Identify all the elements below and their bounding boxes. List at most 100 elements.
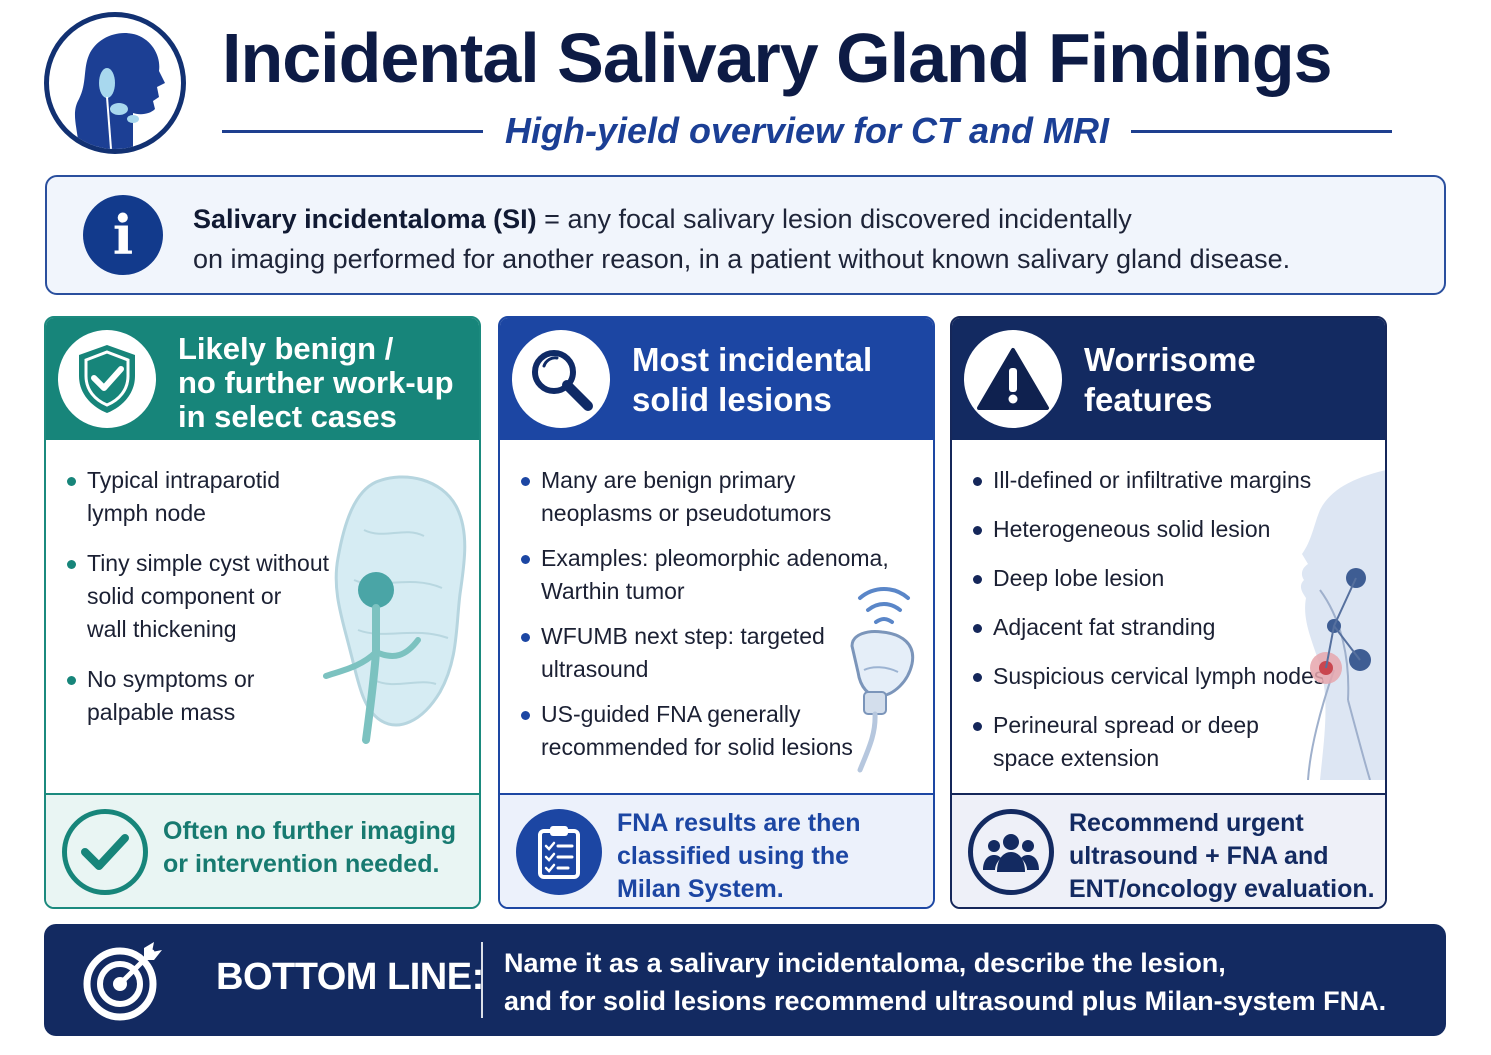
list-item: Tiny simple cyst without solid component … <box>66 547 329 646</box>
list-item-line: ultrasound <box>541 656 649 682</box>
list-item-line: palpable mass <box>87 699 236 725</box>
bottom-line-line: Name it as a salivary incidentaloma, des… <box>504 948 1226 978</box>
column-body: Typical intraparotid lymph node Tiny simp… <box>46 440 479 793</box>
parotid-gland-illustration-icon <box>314 470 474 775</box>
bottom-line-divider <box>481 942 483 1018</box>
list-item-line: Heterogeneous solid lesion <box>993 516 1271 542</box>
definition-line-2: on imaging performed for another reason,… <box>193 244 1291 274</box>
list-item: Perineural spread or deep space extension <box>972 709 1325 775</box>
list-item-line: neoplasms or pseudotumors <box>541 500 832 526</box>
column-header: Most incidental solid lesions <box>500 318 933 440</box>
definition-text: Salivary incidentaloma (SI) = any focal … <box>193 199 1423 279</box>
clipboard-checklist-icon <box>516 809 602 895</box>
column-title: Worrisome features <box>1084 340 1256 420</box>
list-item-line: WFUMB next step: targeted <box>541 623 825 649</box>
bullet-list: Typical intraparotid lymph node Tiny simp… <box>66 464 329 746</box>
list-item-line: wall thickening <box>87 616 237 642</box>
footer-line: ENT/oncology evaluation. <box>1069 875 1375 903</box>
page-title: Incidental Salivary Gland Findings <box>222 19 1333 97</box>
info-icon: i <box>83 195 163 275</box>
column-header: Worrisome features <box>952 318 1385 440</box>
column-body: Many are benign primary neoplasms or pseu… <box>500 440 933 793</box>
column-title: Likely benign / no further work-up in se… <box>178 332 454 434</box>
column-title-line: solid lesions <box>632 381 832 418</box>
list-item-line: Examples: pleomorphic adenoma, <box>541 545 889 571</box>
list-item-line: Typical intraparotid <box>87 467 281 493</box>
warning-triangle-icon <box>964 330 1062 428</box>
page-subtitle: High-yield overview for CT and MRI <box>504 110 1110 151</box>
list-item-line: recommended for solid lesions <box>541 734 853 760</box>
footer-line: Recommend urgent <box>1069 809 1304 837</box>
column-solid-lesions: Most incidental solid lesions Many are b… <box>498 316 935 909</box>
list-item: Deep lobe lesion <box>972 562 1325 595</box>
column-title-line: in select cases <box>178 399 397 434</box>
column-body: Ill-defined or infiltrative margins Hete… <box>952 440 1385 793</box>
bottom-line-line: and for solid lesions recommend ultrasou… <box>504 986 1387 1016</box>
list-item: Heterogeneous solid lesion <box>972 513 1325 546</box>
people-group-icon <box>968 809 1054 895</box>
bullet-list: Ill-defined or infiltrative margins Hete… <box>972 464 1325 791</box>
neck-lymph-nodes-illustration-icon <box>1290 470 1385 785</box>
subtitle-rule-left <box>222 129 483 133</box>
footer-line: or intervention needed. <box>163 850 440 878</box>
list-item: Many are benign primary neoplasms or pseu… <box>520 464 889 530</box>
column-footer-text: Recommend urgent ultrasound + FNA and EN… <box>1069 807 1375 906</box>
subtitle-row: High-yield overview for CT and MRI <box>222 106 1393 156</box>
list-item: Adjacent fat stranding <box>972 611 1325 644</box>
shield-check-icon <box>58 330 156 428</box>
list-item-line: Deep lobe lesion <box>993 565 1165 591</box>
column-footer-text: Often no further imaging or intervention… <box>163 815 456 881</box>
list-item: Ill-defined or infiltrative margins <box>972 464 1325 497</box>
column-title-line: features <box>1084 381 1213 418</box>
list-item-line: Perineural spread or deep <box>993 712 1259 738</box>
definition-term: Salivary incidentaloma (SI) <box>193 204 537 234</box>
list-item-line: space extension <box>993 745 1160 771</box>
column-likely-benign: Likely benign / no further work-up in se… <box>44 316 481 909</box>
column-footer-text: FNA results are then classified using th… <box>617 807 861 906</box>
definition-box: i Salivary incidentaloma (SI) = any foca… <box>45 175 1446 295</box>
footer-line: classified using the <box>617 842 850 870</box>
bullet-list: Many are benign primary neoplasms or pseu… <box>520 464 889 776</box>
bottom-line-banner: BOTTOM LINE: Name it as a salivary incid… <box>44 924 1446 1036</box>
list-item: WFUMB next step: targeted ultrasound <box>520 620 889 686</box>
column-title-line: Most incidental <box>632 341 873 378</box>
column-title-line: Likely benign / <box>178 331 394 366</box>
magnifier-icon <box>512 330 610 428</box>
footer-line: FNA results are then <box>617 809 861 837</box>
check-circle-icon <box>62 809 148 895</box>
list-item-line: lymph node <box>87 500 206 526</box>
head-profile-salivary-icon <box>44 12 186 154</box>
list-item-line: solid component or <box>87 583 282 609</box>
bottom-line-text: Name it as a salivary incidentaloma, des… <box>504 944 1424 1020</box>
list-item-line: Many are benign primary <box>541 467 796 493</box>
column-footer: FNA results are then classified using th… <box>500 793 933 907</box>
target-arrow-icon <box>82 940 164 1022</box>
list-item-line: Warthin tumor <box>541 578 685 604</box>
list-item-line: Adjacent fat stranding <box>993 614 1216 640</box>
list-item: Examples: pleomorphic adenoma, Warthin tu… <box>520 542 889 608</box>
column-worrisome-features: Worrisome features Ill-defined or infilt… <box>950 316 1387 909</box>
column-footer: Often no further imaging or intervention… <box>46 793 479 907</box>
column-title: Most incidental solid lesions <box>632 340 872 420</box>
list-item-line: Suspicious cervical lymph nodes <box>993 663 1326 689</box>
list-item-line: Ill-defined or infiltrative margins <box>993 467 1312 493</box>
definition-equals: = <box>544 204 560 234</box>
footer-line: Milan System. <box>617 875 784 903</box>
column-title-line: Worrisome <box>1084 341 1256 378</box>
bottom-line-label: BOTTOM LINE: <box>216 956 484 998</box>
column-header: Likely benign / no further work-up in se… <box>46 318 479 440</box>
column-title-line: no further work-up <box>178 365 454 400</box>
footer-line: ultrasound + FNA and <box>1069 842 1329 870</box>
definition-line-1: Salivary incidentaloma (SI) = any focal … <box>193 199 1423 239</box>
footer-line: Often no further imaging <box>163 817 457 845</box>
list-item: US-guided FNA generally recommended for s… <box>520 698 889 764</box>
list-item: Typical intraparotid lymph node <box>66 464 329 530</box>
list-item-line: No symptoms or <box>87 666 255 692</box>
subtitle-rule-right <box>1131 129 1393 133</box>
list-item: No symptoms or palpable mass <box>66 663 329 729</box>
list-item: Suspicious cervical lymph nodes <box>972 660 1325 693</box>
list-item-line: Tiny simple cyst without <box>87 550 329 576</box>
definition-line1-rest: any focal salivary lesion discovered inc… <box>567 204 1132 234</box>
list-item-line: US-guided FNA generally <box>541 701 801 727</box>
column-footer: Recommend urgent ultrasound + FNA and EN… <box>952 793 1385 907</box>
